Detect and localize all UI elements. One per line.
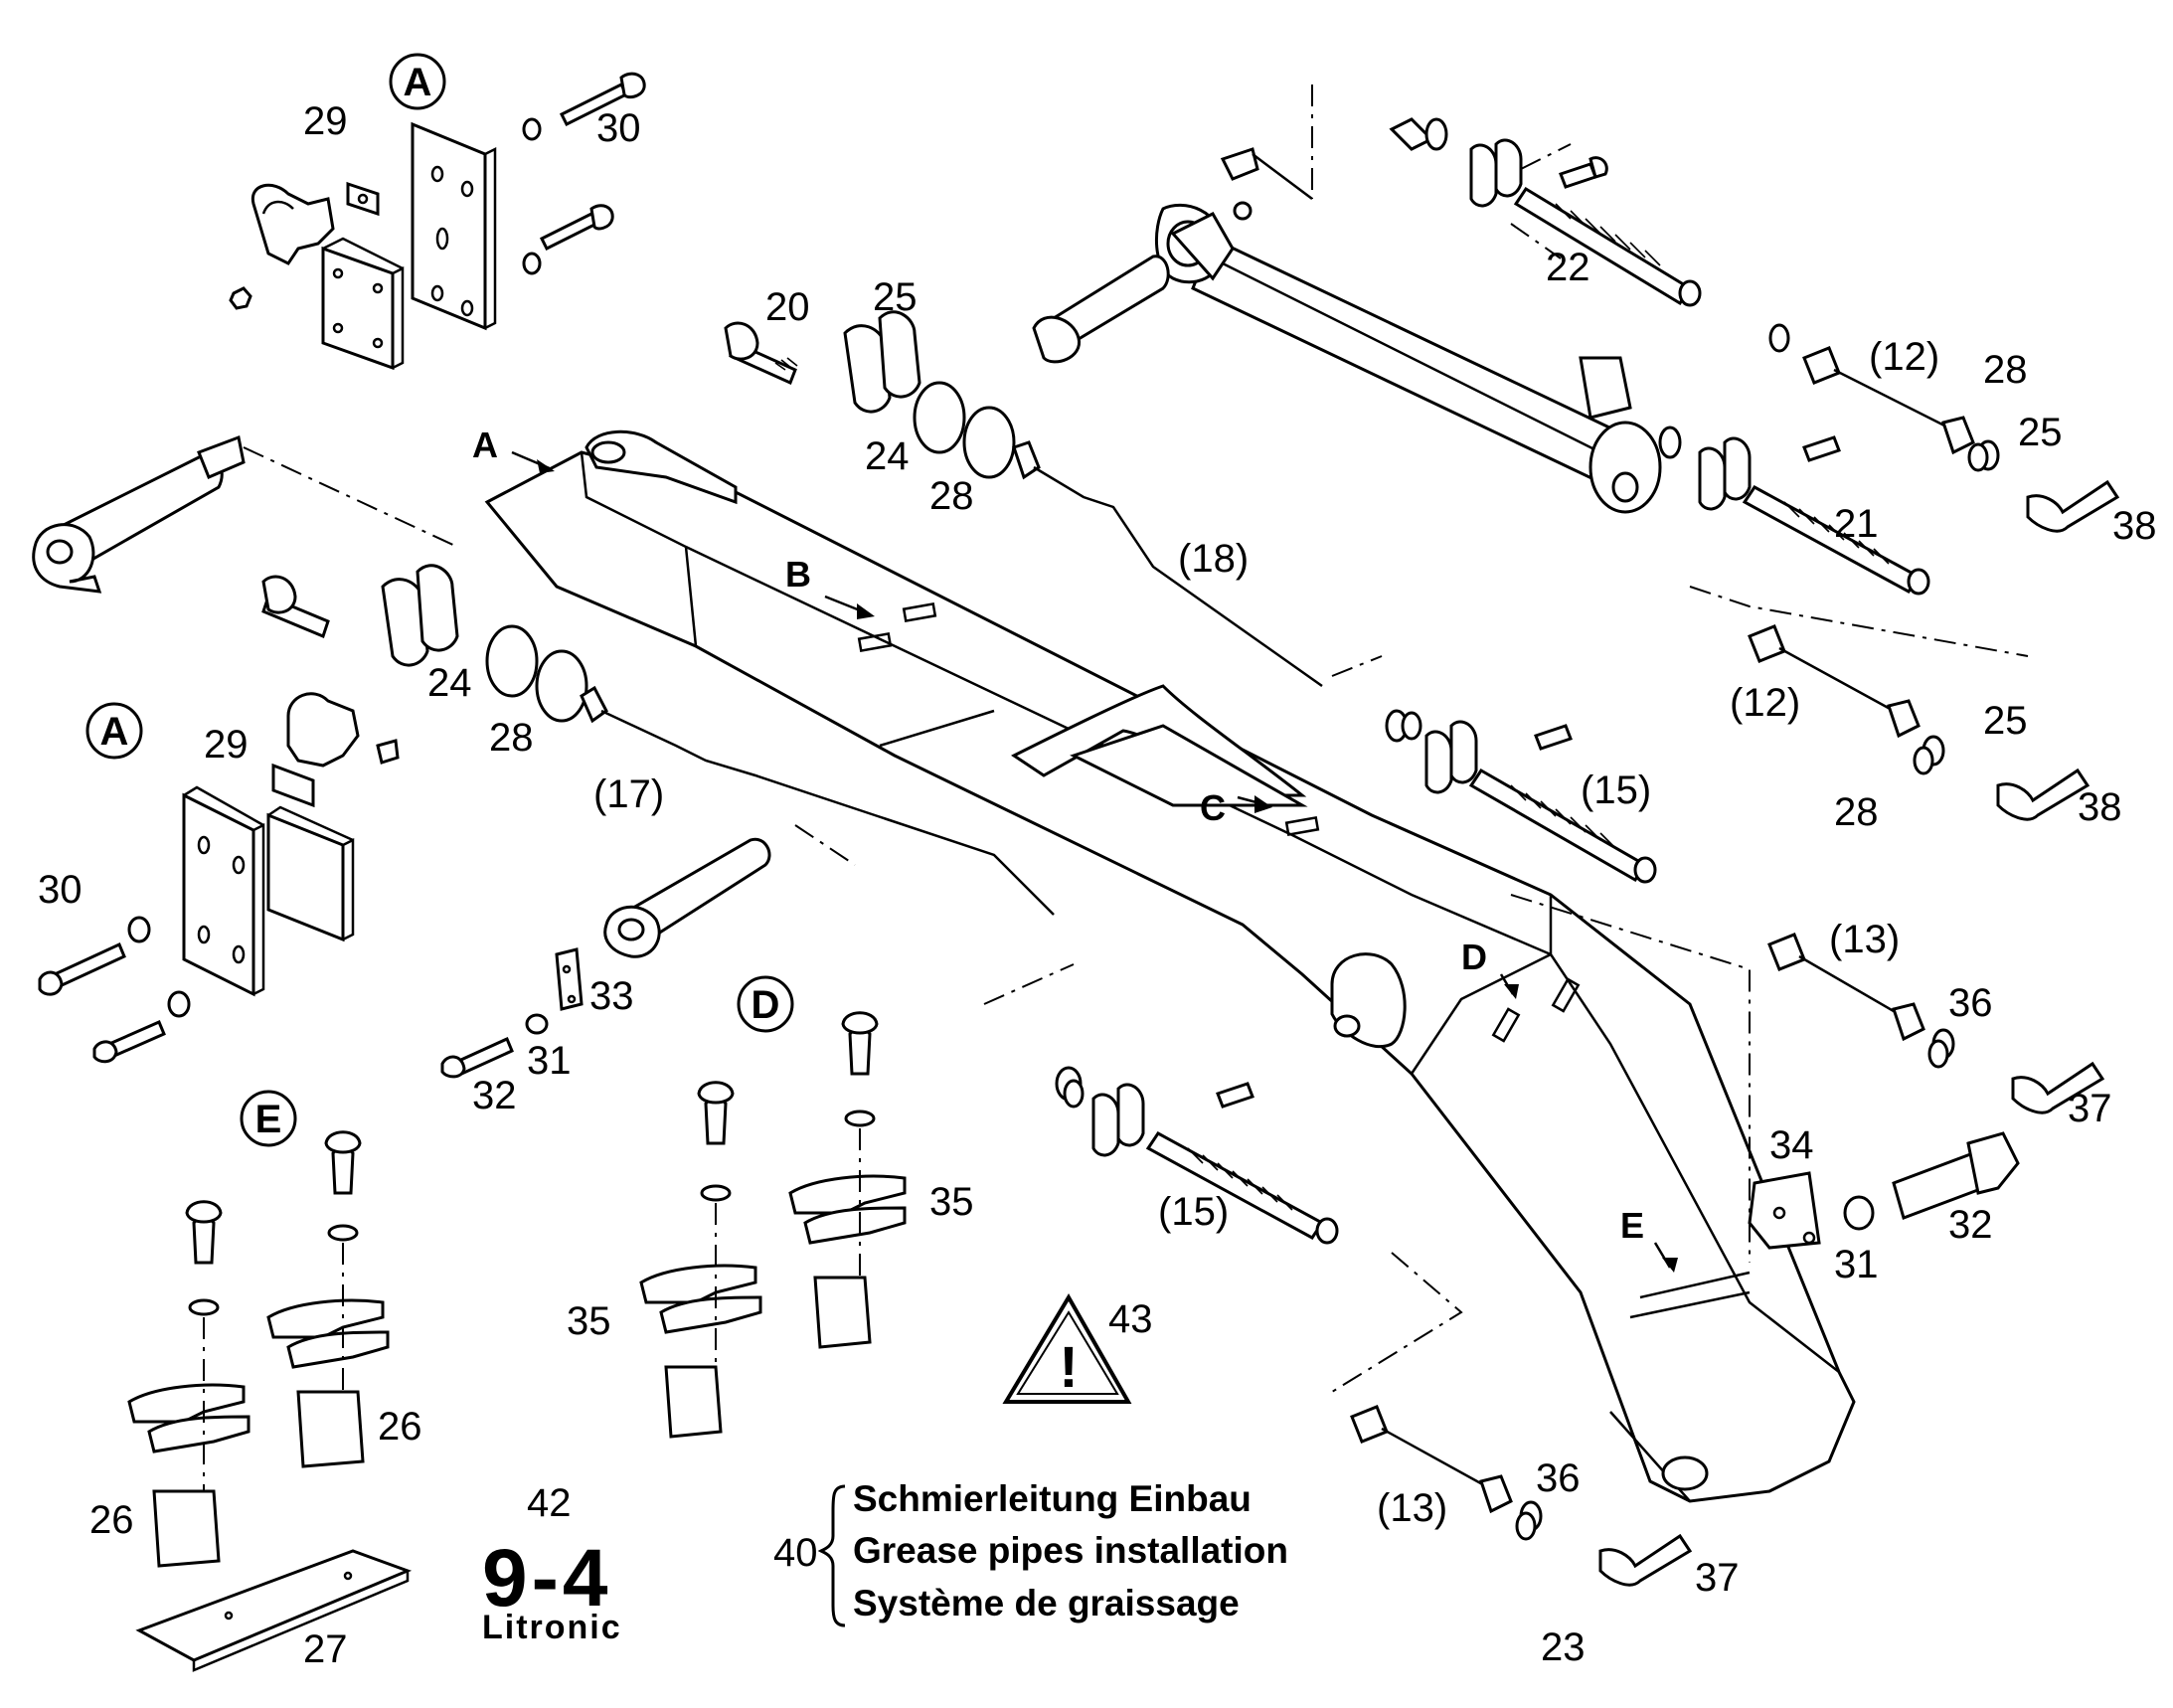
callout-27: 27 [303,1627,348,1671]
circle-label-e-text: E [255,1098,282,1141]
callout-12-mid: (12) [1730,681,1800,725]
boom-arm [484,429,1856,1503]
clamp-plate-group-left [38,692,400,1064]
callout-24-top: 24 [865,434,910,478]
title-line-en: Grease pipes installation [853,1530,1288,1571]
circle-label-a-top: A [389,53,446,110]
callout-23: 23 [1541,1625,1586,1669]
boom-pin [32,434,246,594]
callout-32-left: 32 [472,1074,517,1117]
title-line-fr: Système de graissage [853,1583,1240,1623]
cradle-pin [603,837,771,958]
clamp-stack-d-left [639,1081,762,1439]
callout-25-mid: 25 [1983,699,2028,743]
view-arrow-a: A [472,425,555,473]
callout-30-top: 30 [596,106,641,150]
tube-12-mid [1748,624,1945,767]
bracket-33 [440,947,584,1079]
callout-33: 33 [589,974,634,1018]
callout-37-mid: 37 [2068,1087,2112,1130]
circle-label-d: D [737,975,794,1033]
flange-set-20 [724,310,1323,688]
callout-28-left: 28 [489,716,534,760]
callout-22: 22 [1546,246,1590,289]
hose-assembly-15-top [1385,709,1657,884]
callout-35-left: 35 [567,1299,611,1343]
callout-28-top: 28 [929,474,974,518]
view-arrow-d-label: D [1461,937,1487,977]
callout-13-mid: (13) [1829,918,1900,961]
litronic-logo: 9-4 Litronic [482,1533,622,1646]
callout-34: 34 [1769,1123,1814,1167]
callout-15-top: (15) [1581,769,1651,812]
warning-exclamation: ! [1059,1335,1078,1400]
warning-triangle-icon: ! [1002,1293,1132,1404]
callout-31-right: 31 [1834,1243,1879,1286]
callout-36-low: 36 [1536,1456,1581,1500]
view-arrow-c-label: C [1200,787,1226,828]
circle-label-e: E [240,1090,297,1147]
view-arrow-b-label: B [785,554,811,595]
circle-label-a-left-text: A [100,710,129,754]
callout-37-low: 37 [1695,1556,1740,1600]
view-arrow-d: D [1461,937,1519,999]
view-arrow-e-label: E [1620,1205,1644,1246]
callout-18: (18) [1178,537,1249,581]
callout-42: 42 [527,1481,572,1525]
callout-28-mid: 28 [1834,790,1879,834]
view-arrow-c: C [1200,787,1272,828]
view-arrow-a-label: A [472,425,498,465]
callout-30-left: 30 [38,868,83,912]
callout-25-top: 25 [873,275,918,319]
hose-assembly-21 [1658,426,1930,596]
logo-mark: 9-4 [482,1533,612,1623]
callout-43: 43 [1108,1297,1153,1341]
logo-brand: Litronic [482,1609,622,1646]
callout-28-right: 28 [1983,348,2028,392]
leader-lines [243,85,2029,1393]
callout-40: 40 [773,1531,818,1575]
base-plate-27 [135,1549,413,1672]
callout-17: (17) [593,772,664,816]
hydraulic-cylinder [1032,147,1662,514]
flange-set-left [261,564,1055,916]
callout-29-left: 29 [204,723,249,767]
callout-29-top: 29 [303,99,348,143]
clamp-plate-group-top [229,72,646,371]
callout-36-mid: 36 [1948,981,1993,1025]
seal-rings [1063,323,1989,1541]
circle-label-a-top-text: A [404,61,432,104]
circle-label-d-text: D [752,983,780,1027]
callout-21: 21 [1834,502,1879,546]
elbow-fittings [1598,479,2120,1587]
callout-26-right: 26 [378,1405,422,1449]
circle-label-a-left: A [85,702,143,760]
callout-32-right: 32 [1948,1203,1993,1247]
callout-13-low: (13) [1377,1486,1447,1530]
view-arrow-b: B [785,554,875,619]
bracket-34 [1748,1131,2020,1250]
callout-20: 20 [765,285,810,329]
clamp-stack-e-right [266,1130,390,1468]
callout-38-mid: 38 [2078,785,2122,829]
callout-25-right: 25 [2018,411,2063,454]
clamp-stack-d-right [788,1011,907,1349]
callout-31-left: 31 [527,1039,572,1083]
view-arrow-e: E [1620,1205,1678,1273]
clamp-stack-e-left [127,1200,251,1568]
hose-assembly-22 [1389,117,1702,307]
callout-15-low: (15) [1158,1190,1229,1234]
hose-assembly-15-low [1055,1066,1339,1245]
callout-26-left: 26 [89,1498,134,1542]
callout-numbers: 29 30 20 25 24 28 22 (12) 28 25 38 21 (1… [38,99,2157,1671]
title-line-de: Schmierleitung Einbau [853,1478,1252,1519]
title-block: Schmierleitung Einbau Grease pipes insta… [817,1478,1288,1627]
callout-35-right: 35 [929,1180,974,1224]
callout-24-left: 24 [427,661,472,705]
callout-12-top: (12) [1869,335,1939,379]
callout-38-top: 38 [2112,504,2157,548]
